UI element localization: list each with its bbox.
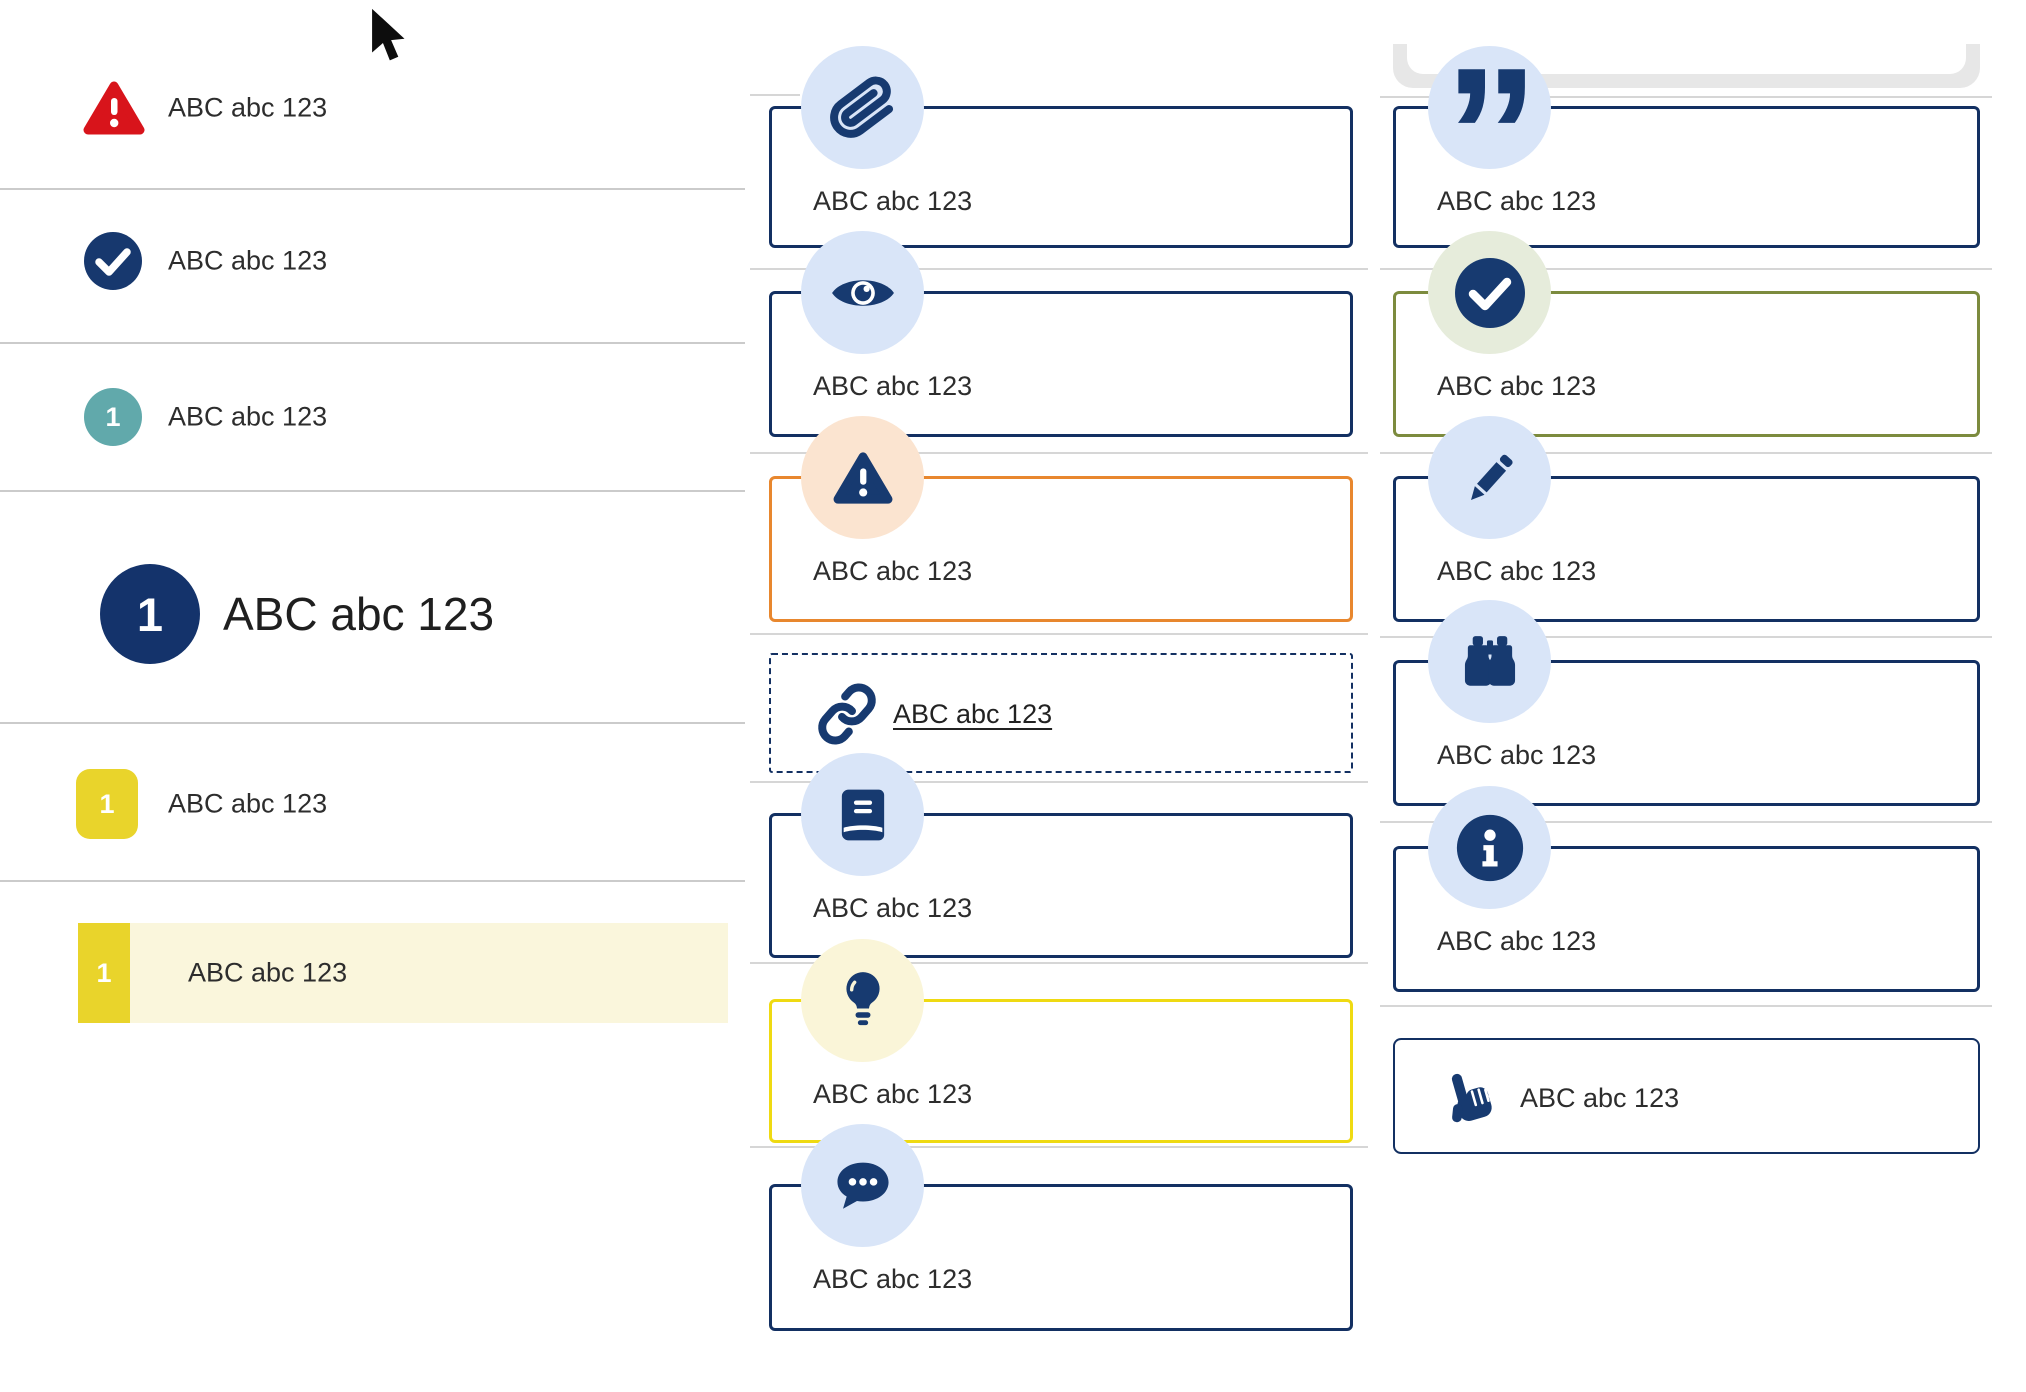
list-item-label: ABC abc 123 bbox=[188, 957, 348, 988]
eye-icon bbox=[801, 231, 924, 354]
card-label: ABC abc 123 bbox=[1437, 740, 1597, 770]
card-label: ABC abc 123 bbox=[1437, 556, 1597, 586]
card-label: ABC abc 123 bbox=[813, 1079, 973, 1109]
numbered-square-yellow: 1 bbox=[76, 769, 138, 839]
divider bbox=[0, 342, 745, 344]
list-item-label: ABC abc 123 bbox=[223, 588, 495, 640]
list-item-check[interactable]: ABC abc 123 bbox=[0, 190, 745, 340]
card-label: ABC abc 123 bbox=[1437, 926, 1597, 956]
badge-number: 1 bbox=[136, 587, 164, 641]
badge-number: 1 bbox=[105, 401, 121, 432]
cursor-pointer-icon bbox=[366, 6, 412, 68]
badge-number: 1 bbox=[99, 788, 115, 819]
divider bbox=[1380, 268, 1992, 270]
list-item-yellow-number[interactable]: 1 ABC abc 123 bbox=[0, 725, 745, 878]
numbered-circle-navy-large: 1 bbox=[100, 564, 200, 664]
divider bbox=[0, 490, 745, 492]
inline-link[interactable]: ABC abc 123 bbox=[893, 699, 1053, 729]
divider bbox=[1380, 452, 1992, 454]
chat-bubble-icon bbox=[801, 1124, 924, 1247]
divider bbox=[0, 188, 745, 190]
pencil-icon bbox=[1428, 416, 1551, 539]
list-item-large-number[interactable]: 1 ABC abc 123 bbox=[0, 493, 745, 721]
check-circle-icon bbox=[1428, 231, 1551, 354]
divider bbox=[750, 1146, 1368, 1148]
alert-triangle-icon bbox=[801, 416, 924, 539]
numbered-circle-teal: 1 bbox=[84, 388, 142, 446]
list-item-label: ABC abc 123 bbox=[168, 245, 328, 276]
alert-triangle-red-icon bbox=[82, 79, 146, 137]
quote-icon: ” bbox=[1428, 46, 1551, 169]
paperclip-icon bbox=[801, 46, 924, 169]
card-label: ABC abc 123 bbox=[813, 556, 973, 586]
divider bbox=[0, 722, 745, 724]
divider bbox=[750, 268, 1368, 270]
list-item-label: ABC abc 123 bbox=[168, 788, 328, 819]
link-icon bbox=[816, 683, 878, 745]
card-label: ABC abc 123 bbox=[813, 1264, 973, 1294]
card-label: ABC abc 123 bbox=[813, 186, 973, 216]
book-icon bbox=[801, 753, 924, 876]
numbered-tab-yellow: 1 bbox=[78, 923, 130, 1023]
card-label: ABC abc 123 bbox=[813, 371, 973, 401]
badge-number: 1 bbox=[96, 957, 112, 988]
divider bbox=[1380, 96, 1992, 98]
check-circle-navy-icon bbox=[84, 232, 142, 290]
list-item-teal-number[interactable]: 1 ABC abc 123 bbox=[0, 344, 745, 490]
callout-card-discussion: ABC abc 123 bbox=[769, 1184, 1353, 1331]
divider bbox=[1380, 821, 1992, 823]
divider bbox=[750, 94, 800, 96]
card-label: ABC abc 123 bbox=[1437, 371, 1597, 401]
divider bbox=[750, 781, 1368, 783]
list-item-alert[interactable]: ABC abc 123 bbox=[0, 34, 745, 182]
lightbulb-icon bbox=[801, 939, 924, 1062]
info-icon bbox=[1428, 786, 1551, 909]
divider bbox=[0, 880, 745, 882]
hand-pointer-icon bbox=[1441, 1066, 1505, 1130]
callout-card-attachment: ABC abc 123 bbox=[769, 106, 1353, 248]
binoculars-icon bbox=[1428, 600, 1551, 723]
card-label: ABC abc 123 bbox=[1437, 186, 1597, 216]
list-item-label: ABC abc 123 bbox=[168, 92, 328, 123]
card-label: ABC abc 123 bbox=[813, 893, 973, 923]
list-item-selected[interactable]: 1 ABC abc 123 bbox=[78, 923, 728, 1023]
divider bbox=[1380, 1005, 1992, 1007]
divider bbox=[1380, 636, 1992, 638]
list-item-label: ABC abc 123 bbox=[168, 401, 328, 432]
divider bbox=[750, 452, 1368, 454]
divider bbox=[750, 633, 1368, 635]
card-label: ABC abc 123 bbox=[1520, 1083, 1680, 1113]
callout-card-action: ABC abc 123 bbox=[1393, 1038, 1980, 1154]
divider bbox=[750, 962, 1368, 964]
